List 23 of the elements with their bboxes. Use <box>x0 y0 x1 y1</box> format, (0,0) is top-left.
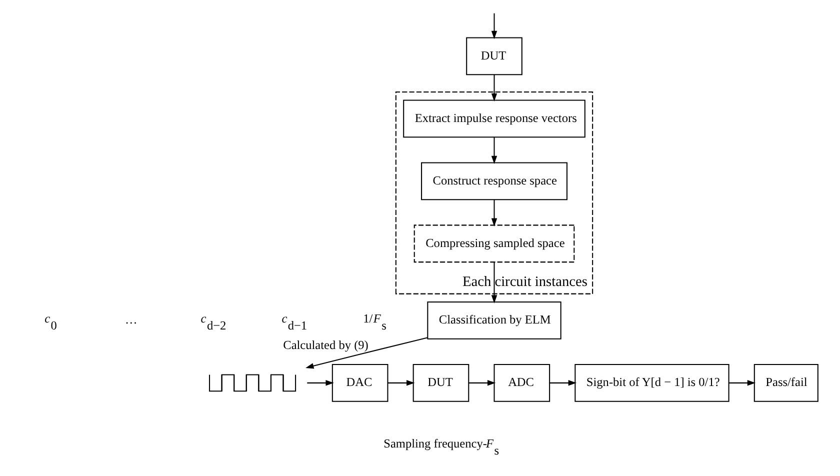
node-box: Pass/fail <box>753 364 818 402</box>
node-box: Extract impulse response vectors <box>402 100 585 138</box>
arrow <box>490 137 497 164</box>
node-box: Sign-bit of Y[d − 1] is 0/1? <box>574 364 729 402</box>
arrow <box>306 380 334 386</box>
node-box: Construct response space <box>420 162 567 200</box>
arrow <box>305 337 428 369</box>
arrow <box>490 200 497 227</box>
arrow <box>549 380 576 386</box>
arrow <box>468 380 496 386</box>
arrow <box>490 262 497 304</box>
arrow <box>387 380 414 386</box>
arrow <box>490 13 497 40</box>
edge-label: Calculated by (9) <box>282 338 368 352</box>
label: … <box>124 312 137 327</box>
node-box: Compressing sampled space <box>413 224 574 263</box>
node-box: Classification by ELM <box>426 302 561 340</box>
node-box: DAC <box>331 364 388 402</box>
node-box: DUT <box>412 364 469 402</box>
node-box: ADC <box>493 364 550 402</box>
node-box: DUT <box>466 37 522 76</box>
arrow <box>490 74 497 102</box>
arrow <box>728 380 756 386</box>
